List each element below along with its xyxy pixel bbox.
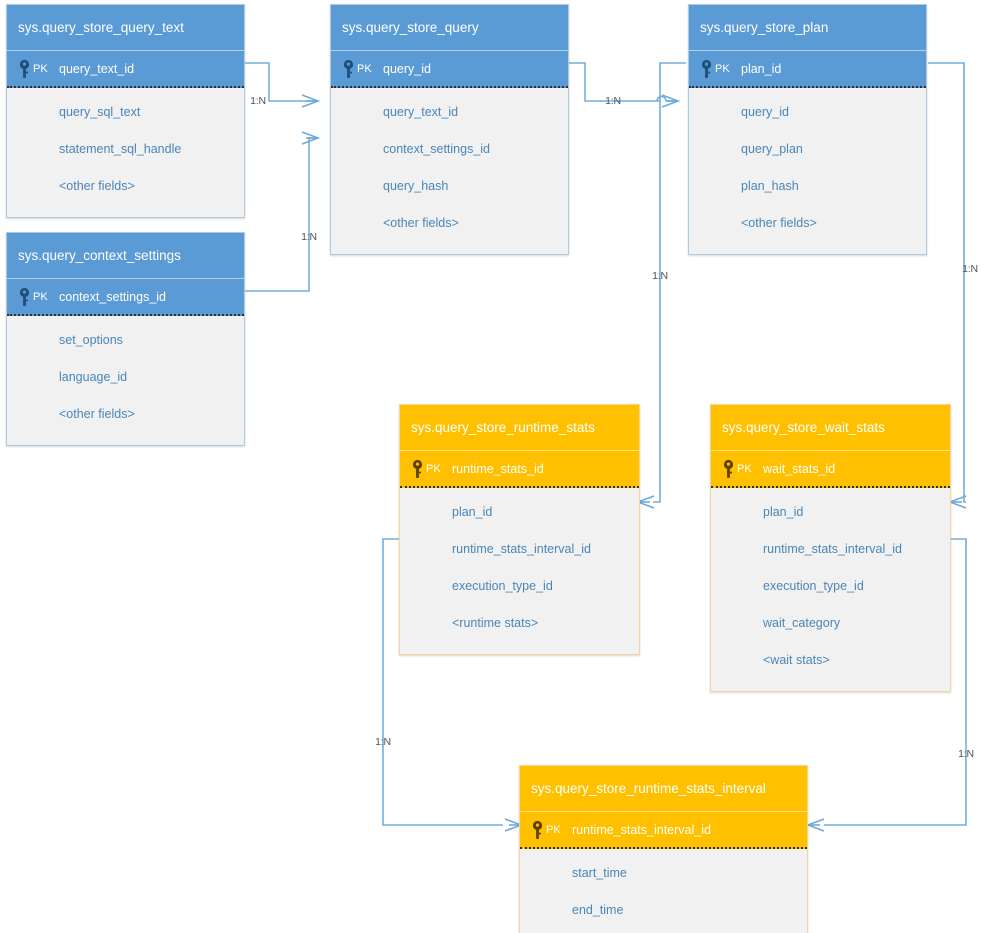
key-icon <box>723 459 734 478</box>
pk-field-name: query_text_id <box>59 61 135 76</box>
key-icon <box>343 59 354 78</box>
field-row: plan_id <box>763 505 804 519</box>
field-row: query_sql_text <box>59 105 141 119</box>
cardinality-label-r5: 1:N <box>962 263 978 275</box>
field-list: start_time end_time <box>520 849 807 933</box>
field-row: <other fields> <box>59 179 135 193</box>
relationship-r1: 1:N <box>245 62 321 108</box>
cardinality-label-r4: 1:N <box>652 270 668 282</box>
field-list: plan_id runtime_stats_interval_id execut… <box>400 488 639 654</box>
pk-field-name: plan_id <box>741 61 782 76</box>
pk-field-name: context_settings_id <box>59 289 167 304</box>
pk-field-name: runtime_stats_id <box>452 461 544 476</box>
field-row: wait_category <box>763 616 841 630</box>
field-row: query_id <box>741 105 789 119</box>
primary-key-row[interactable]: PK query_text_id <box>7 50 244 88</box>
relationship-r2: 1:N <box>245 131 321 292</box>
pk-badge: PK <box>33 290 48 303</box>
pk-field-name: wait_stats_id <box>763 461 836 476</box>
field-row: end_time <box>572 903 624 917</box>
pk-badge: PK <box>33 62 48 75</box>
cardinality-label-r6: 1:N <box>375 736 391 748</box>
field-row: <other fields> <box>59 407 135 421</box>
field-list: query_text_id context_settings_id query_… <box>331 88 568 254</box>
field-row: runtime_stats_interval_id <box>763 542 902 556</box>
entity-query-store-plan[interactable]: sys.query_store_plan PK plan_id query_id… <box>688 4 927 255</box>
field-row: <other fields> <box>741 216 817 230</box>
field-row: <other fields> <box>383 216 459 230</box>
entity-query-store-query-text[interactable]: sys.query_store_query_text PK query_text… <box>6 4 245 218</box>
field-row: runtime_stats_interval_id <box>452 542 591 556</box>
primary-key-row[interactable]: PK runtime_stats_interval_id <box>520 811 807 849</box>
entity-title: sys.query_store_wait_stats <box>711 405 950 450</box>
entity-title: sys.query_store_query_text <box>7 5 244 50</box>
entity-query-store-runtime-stats-interval[interactable]: sys.query_store_runtime_stats_interval P… <box>519 765 808 933</box>
entity-title: sys.query_store_plan <box>689 5 926 50</box>
cardinality-label-r1: 1:N <box>250 95 266 107</box>
primary-key-row[interactable]: PK query_id <box>331 50 568 88</box>
field-list: query_id query_plan plan_hash <other fie… <box>689 88 926 254</box>
key-icon <box>19 59 30 78</box>
primary-key-row[interactable]: PK context_settings_id <box>7 278 244 316</box>
primary-key-row[interactable]: PK wait_stats_id <box>711 450 950 488</box>
entity-title: sys.query_store_runtime_stats <box>400 405 639 450</box>
field-row: set_options <box>59 333 123 347</box>
field-row: query_text_id <box>383 105 459 119</box>
field-row: context_settings_id <box>383 142 491 156</box>
field-row: statement_sql_handle <box>59 142 182 156</box>
field-row: execution_type_id <box>452 579 553 593</box>
field-row: language_id <box>59 370 128 384</box>
pk-badge: PK <box>737 462 752 475</box>
key-icon <box>701 59 712 78</box>
entity-query-store-runtime-stats[interactable]: sys.query_store_runtime_stats PK runtime… <box>399 404 640 655</box>
key-icon <box>412 459 423 478</box>
field-list: plan_id runtime_stats_interval_id execut… <box>711 488 950 691</box>
pk-badge: PK <box>357 62 372 75</box>
key-icon <box>532 820 543 839</box>
pk-field-name: runtime_stats_interval_id <box>572 822 711 837</box>
field-row: plan_hash <box>741 179 799 193</box>
cardinality-label-r7: 1:N <box>958 748 974 760</box>
field-row: <runtime stats> <box>452 616 539 630</box>
pk-badge: PK <box>546 823 561 836</box>
pk-badge: PK <box>715 62 730 75</box>
field-row: query_plan <box>741 142 803 156</box>
pk-field-name: query_id <box>383 61 431 76</box>
relationship-r4: 1:N <box>635 62 686 509</box>
cardinality-label-r2: 1:N <box>301 231 317 243</box>
entity-title: sys.query_store_runtime_stats_interval <box>520 766 807 811</box>
key-icon <box>19 287 30 306</box>
entity-title: sys.query_context_settings <box>7 233 244 278</box>
pk-badge: PK <box>426 462 441 475</box>
field-row: query_hash <box>383 179 449 193</box>
primary-key-row[interactable]: PK plan_id <box>689 50 926 88</box>
cardinality-label-r3: 1:N <box>605 95 621 107</box>
entity-query-context-settings[interactable]: sys.query_context_settings PK context_se… <box>6 232 245 446</box>
field-row: start_time <box>572 866 627 880</box>
relationship-r3: 1:N <box>569 62 681 108</box>
entity-title: sys.query_store_query <box>331 5 568 50</box>
primary-key-row[interactable]: PK runtime_stats_id <box>400 450 639 488</box>
entity-query-store-query[interactable]: sys.query_store_query PK query_id query_… <box>330 4 569 255</box>
field-row: <wait stats> <box>763 653 830 667</box>
entity-query-store-wait-stats[interactable]: sys.query_store_wait_stats PK wait_stats… <box>710 404 951 692</box>
field-row: plan_id <box>452 505 493 519</box>
field-list: query_sql_text statement_sql_handle <oth… <box>7 88 244 217</box>
field-list: set_options language_id <other fields> <box>7 316 244 445</box>
field-row: execution_type_id <box>763 579 864 593</box>
